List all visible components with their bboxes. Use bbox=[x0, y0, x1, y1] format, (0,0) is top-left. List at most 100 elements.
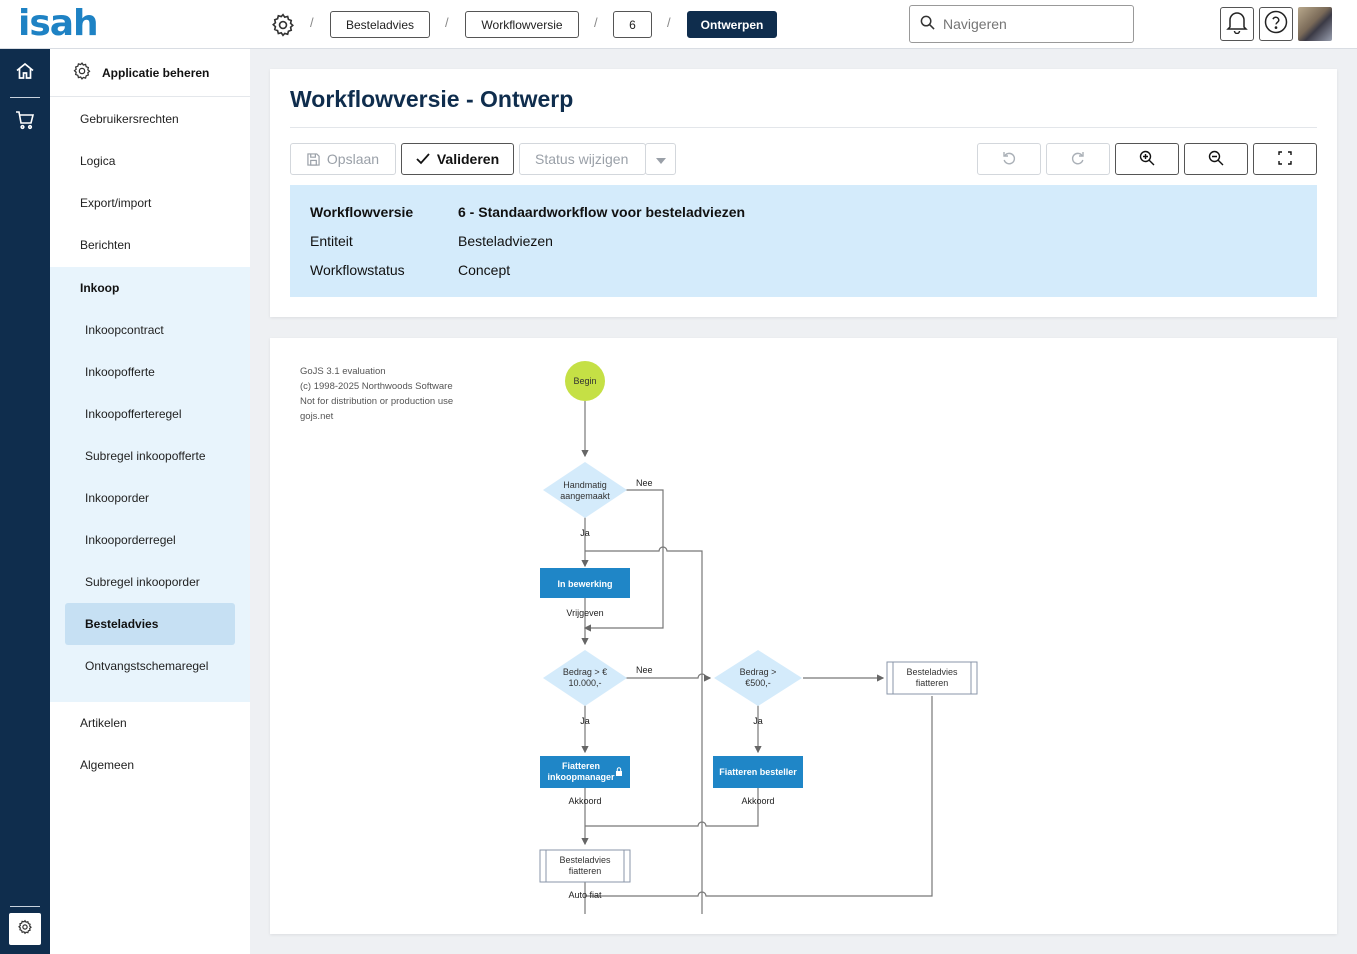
node-bedrag-10000[interactable]: Bedrag > € 10.000,- bbox=[543, 650, 627, 706]
sidebar-item-inkoopofferte[interactable]: Inkoopofferte bbox=[85, 365, 155, 379]
decision-label: 10.000,- bbox=[568, 678, 601, 688]
search-input[interactable] bbox=[943, 16, 1113, 32]
node-fiatteren-besteller[interactable]: Fiatteren besteller bbox=[713, 756, 803, 788]
workflow-diagram-canvas[interactable]: GoJS 3.1 evaluation (c) 1998-2025 Northw… bbox=[270, 338, 1337, 934]
bell-icon bbox=[1226, 10, 1248, 39]
status-dropdown-toggle[interactable] bbox=[645, 143, 676, 175]
undo-button[interactable] bbox=[977, 143, 1041, 175]
sidebar-item-export-import[interactable]: Export/import bbox=[80, 196, 152, 210]
sidebar-item-algemeen[interactable]: Algemeen bbox=[80, 758, 135, 772]
sidebar-item-subregel-inkoopofferte[interactable]: Subregel inkoopofferte bbox=[85, 449, 206, 463]
info-value: Besteladviezen bbox=[458, 233, 553, 249]
decision-label: €500,- bbox=[745, 678, 771, 688]
sidebar-item-berichten[interactable]: Berichten bbox=[80, 238, 131, 252]
watermark-line: gojs.net bbox=[300, 411, 334, 422]
watermark-line: Not for distribution or production use bbox=[300, 396, 454, 407]
notifications-button[interactable] bbox=[1220, 7, 1254, 41]
fullscreen-icon bbox=[1278, 150, 1292, 168]
status-change-button[interactable]: Status wijzigen bbox=[519, 143, 646, 175]
rail-divider bbox=[10, 906, 40, 907]
node-fiatteren-inkoopmanager[interactable]: Fiatteren inkoopmanager bbox=[540, 756, 630, 788]
sidebar-item-logica[interactable]: Logica bbox=[80, 154, 116, 168]
subprocess-box bbox=[539, 849, 631, 883]
help-button[interactable] bbox=[1259, 7, 1293, 41]
gear-icon bbox=[72, 61, 92, 84]
decision-diamond bbox=[714, 650, 802, 706]
link-label-ja: Ja bbox=[580, 528, 590, 538]
link-loop-right bbox=[585, 546, 703, 914]
subprocess-box bbox=[886, 661, 978, 695]
search-icon bbox=[920, 15, 935, 33]
subprocess-label: fiatteren bbox=[916, 678, 949, 688]
title-divider bbox=[290, 127, 1317, 128]
sidebar-item-inkooporder[interactable]: Inkooporder bbox=[85, 491, 150, 505]
watermark-line: (c) 1998-2025 Northwoods Software bbox=[300, 381, 453, 392]
navigation-search[interactable] bbox=[909, 5, 1134, 43]
sidebar-item-inkoopcontract[interactable]: Inkoopcontract bbox=[85, 323, 164, 337]
watermark-line: GoJS 3.1 evaluation bbox=[300, 366, 386, 377]
breadcrumb-version-number[interactable]: 6 bbox=[613, 11, 652, 38]
sidebar-header[interactable]: Applicatie beheren bbox=[50, 49, 250, 97]
node-bedrag-500[interactable]: Bedrag > €500,- bbox=[714, 650, 802, 706]
node-begin[interactable]: Begin bbox=[565, 361, 605, 401]
sidebar-item-ontvangstschemaregel[interactable]: Ontvangstschemaregel bbox=[85, 659, 209, 673]
task-box bbox=[540, 568, 630, 598]
sidebar-item-gebruikersrechten[interactable]: Gebruikersrechten bbox=[80, 112, 179, 126]
sidebar-item-inkooporderregel[interactable]: Inkooporderregel bbox=[85, 533, 176, 547]
info-label: Workflowversie bbox=[310, 204, 414, 220]
zoom-in-icon bbox=[1139, 150, 1155, 169]
purchase-button[interactable] bbox=[0, 100, 50, 144]
home-button[interactable] bbox=[0, 51, 50, 95]
top-bar: isah / Besteladvies / Workflowversie / 6… bbox=[0, 0, 1357, 49]
gojs-watermark: GoJS 3.1 evaluation (c) 1998-2025 Northw… bbox=[300, 364, 453, 424]
save-label: Opslaan bbox=[326, 151, 380, 167]
check-icon bbox=[416, 153, 430, 165]
decision-diamond bbox=[543, 462, 627, 518]
decision-label: Bedrag > € bbox=[563, 667, 607, 677]
rail-divider bbox=[10, 97, 40, 98]
settings-gear-icon[interactable] bbox=[270, 12, 296, 38]
sidebar-item-subregel-inkooporder[interactable]: Subregel inkooporder bbox=[85, 575, 200, 589]
zoom-out-button[interactable] bbox=[1184, 143, 1248, 175]
node-besteladvies-fiatteren-bottom[interactable]: Besteladvies fiatteren bbox=[539, 849, 631, 883]
isah-logo[interactable]: isah bbox=[18, 3, 99, 44]
link-label-nee: Nee bbox=[636, 665, 653, 675]
link-label-vrijgeven: Vrijgeven bbox=[566, 608, 603, 618]
task-label: In bewerking bbox=[557, 579, 612, 589]
sidebar-group-title[interactable]: Inkoop bbox=[80, 281, 120, 295]
sidebar-group-inkoop: Inkoop Inkoopcontract Inkoopofferte Inko… bbox=[50, 267, 250, 702]
breadcrumb-besteladvies[interactable]: Besteladvies bbox=[330, 11, 430, 38]
undo-icon bbox=[1001, 150, 1017, 169]
sidebar-item-besteladvies[interactable]: Besteladvies bbox=[65, 603, 235, 645]
link-label-auto-fiat: Auto fiat bbox=[568, 890, 602, 900]
breadcrumb-separator: / bbox=[594, 15, 598, 30]
sidebar-header-label: Applicatie beheren bbox=[102, 65, 210, 80]
rail-settings-button[interactable] bbox=[9, 913, 41, 945]
diagram-links bbox=[581, 401, 933, 914]
sidebar-item-artikelen[interactable]: Artikelen bbox=[80, 716, 127, 730]
sidebar-item-inkoopofferteregel[interactable]: Inkoopofferteregel bbox=[85, 407, 182, 421]
zoom-in-button[interactable] bbox=[1115, 143, 1179, 175]
fullscreen-button[interactable] bbox=[1253, 143, 1317, 175]
save-button[interactable]: Opslaan bbox=[290, 143, 396, 175]
validate-button[interactable]: Valideren bbox=[401, 143, 514, 175]
node-in-bewerking[interactable]: In bewerking bbox=[540, 568, 630, 598]
subprocess-label: Besteladvies bbox=[906, 667, 958, 677]
status-change-label: Status wijzigen bbox=[535, 151, 629, 167]
redo-button[interactable] bbox=[1046, 143, 1110, 175]
node-besteladvies-fiatteren-right[interactable]: Besteladvies fiatteren bbox=[886, 661, 978, 695]
node-handmatig-aangemaakt[interactable]: Handmatig aangemaakt bbox=[543, 462, 627, 518]
lock-icon bbox=[616, 767, 622, 776]
user-avatar[interactable] bbox=[1298, 7, 1332, 41]
breadcrumb-workflowversie[interactable]: Workflowversie bbox=[465, 11, 579, 38]
link-label-akkoord: Akkoord bbox=[568, 796, 601, 806]
task-label: Fiatteren bbox=[562, 761, 600, 771]
info-value: Concept bbox=[458, 262, 511, 278]
link-d2-nee bbox=[625, 673, 712, 682]
zoom-out-icon bbox=[1208, 150, 1224, 169]
info-value: 6 - Standaardworkflow voor besteladvieze… bbox=[458, 204, 746, 220]
gear-icon bbox=[17, 919, 33, 940]
breadcrumb-ontwerpen[interactable]: Ontwerpen bbox=[687, 11, 777, 38]
workflow-diagram: Begin Handmatig aangemaakt In bewerking … bbox=[539, 361, 978, 914]
workflow-info-panel: Workflowversie 6 - Standaardworkflow voo… bbox=[290, 185, 1317, 297]
